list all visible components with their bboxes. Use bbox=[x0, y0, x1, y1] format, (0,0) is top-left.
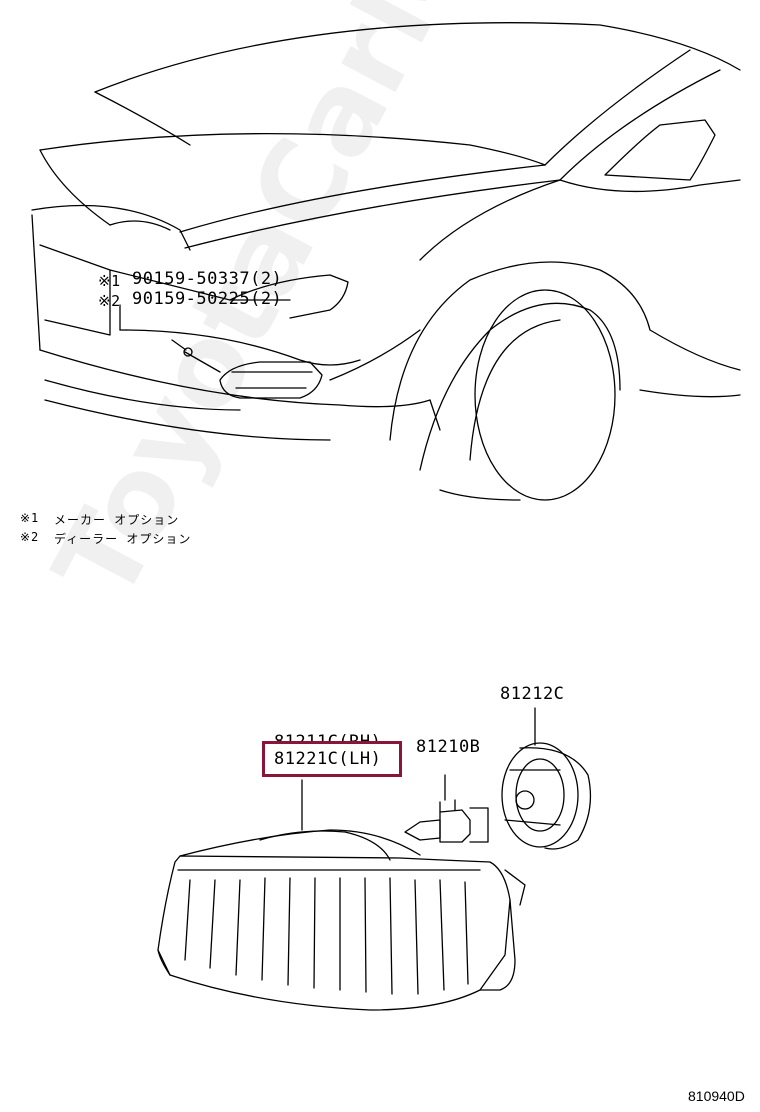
selection-highlight-box bbox=[262, 741, 402, 777]
note-mark-2: ※2 bbox=[20, 530, 40, 544]
note-mark-1: ※1 bbox=[20, 511, 40, 525]
part-number-label[interactable]: 81212C bbox=[500, 684, 565, 704]
part-number-label[interactable]: 81211C(RH) bbox=[274, 732, 382, 752]
note-text-1: メーカー オプション bbox=[54, 513, 180, 527]
part-number-label[interactable]: 90159-50225(2) bbox=[132, 289, 283, 309]
illustration-code: 810940D bbox=[688, 1088, 745, 1104]
part-number-label[interactable]: 90159-50337(2) bbox=[132, 269, 283, 289]
note-text-2: ディーラー オプション bbox=[54, 532, 192, 546]
part-number-label[interactable]: 81210B bbox=[416, 737, 481, 757]
car-body-illustration bbox=[31, 22, 741, 501]
headlamp-illustration bbox=[157, 707, 592, 1011]
part-number-label-highlighted[interactable]: 81221C(LH) bbox=[274, 749, 382, 769]
callout-mark-2: ※2 bbox=[98, 292, 121, 310]
callout-mark-1: ※1 bbox=[98, 272, 121, 290]
